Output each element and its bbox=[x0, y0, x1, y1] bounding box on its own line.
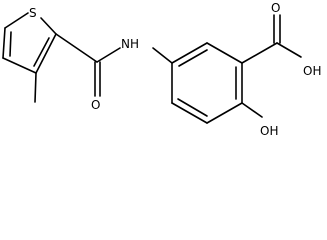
sulfur-atom-label: S bbox=[29, 6, 37, 20]
bond-c4-c5 bbox=[2, 27, 6, 59]
amide-nh-label: NH bbox=[121, 37, 139, 51]
phenol-hydroxyl-label: OH bbox=[260, 124, 278, 138]
structure-canvas: S NH O O OH OH bbox=[2, 1, 321, 138]
bond-b5-b6 bbox=[171, 102, 208, 124]
bond-c3-methyl bbox=[34, 72, 37, 103]
bond-ring-phenol-oh bbox=[241, 102, 263, 118]
bond-s-c2 bbox=[40, 17, 57, 35]
thiophene-ring bbox=[2, 12, 57, 74]
bond-c2-c3-inner bbox=[33, 37, 50, 67]
bond-c2-c3 bbox=[35, 33, 57, 74]
bond-carbonyl-n bbox=[96, 47, 121, 63]
acid-oxygen-label: O bbox=[271, 1, 280, 15]
bond-b1-b2-inner bbox=[178, 49, 208, 67]
bond-n-aryl bbox=[152, 47, 173, 64]
bond-ring-cooh bbox=[241, 42, 278, 64]
bond-c3-c4 bbox=[2, 57, 37, 74]
bond-b2-b3 bbox=[206, 42, 243, 64]
bond-b4-b5 bbox=[206, 102, 243, 124]
amide-oxygen-label: O bbox=[91, 98, 100, 112]
bond-b1-b2 bbox=[171, 42, 208, 64]
bond-c5-s bbox=[4, 12, 29, 29]
molecule-structure: S NH O O OH OH bbox=[2, 1, 321, 138]
benzene-ring bbox=[171, 42, 243, 124]
bond-c2-carbonyl bbox=[55, 33, 98, 63]
bond-b5-b6-inner bbox=[177, 98, 208, 117]
acid-hydroxyl-label: OH bbox=[303, 64, 321, 78]
bond-cooh-oh bbox=[276, 42, 302, 58]
bond-c4-c5-inner bbox=[9, 31, 12, 57]
carboxylic-acid-group bbox=[241, 14, 302, 64]
amide-group bbox=[55, 33, 173, 97]
